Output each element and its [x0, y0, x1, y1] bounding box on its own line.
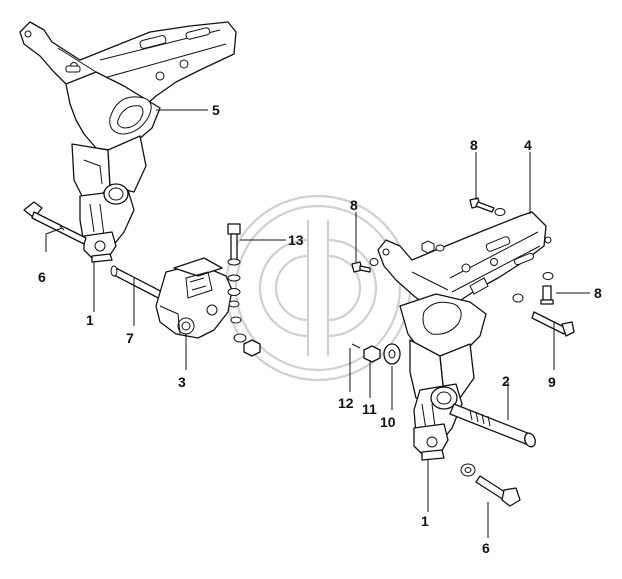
- callout-1-left: 1: [86, 312, 94, 328]
- callout-7: 7: [126, 330, 134, 346]
- bolt-6-left: [23, 201, 87, 245]
- spacer-nut-washer: [351, 343, 401, 365]
- callout-8-top: 8: [470, 137, 478, 153]
- center-washer-nut: [233, 333, 261, 357]
- bolt-8-top: [469, 197, 506, 216]
- bolt-6-right: [460, 463, 521, 507]
- callout-5: 5: [212, 102, 220, 118]
- pin-2: [449, 403, 536, 448]
- callout-3: 3: [178, 374, 186, 390]
- leader-6a: [45, 227, 63, 252]
- leader-lines: [45, 109, 590, 538]
- bolt-8-right: [540, 272, 554, 305]
- bolt-8-mid: [351, 258, 379, 273]
- callout-8-mid: 8: [350, 197, 358, 213]
- right-pivot-bracket: [377, 211, 552, 461]
- callout-12: 12: [338, 395, 354, 411]
- callout-6-left: 6: [38, 269, 46, 285]
- center-mount-bracket: [155, 257, 233, 339]
- callout-labels: 5 6 1 7 13 3 8 8 4 8 9 2 12 11 10 1 6: [38, 102, 602, 556]
- callout-10: 10: [380, 414, 396, 430]
- flange-nuts: [421, 240, 445, 254]
- callout-11: 11: [362, 401, 377, 417]
- bolt-9: [512, 293, 575, 337]
- callout-6-right: 6: [482, 540, 490, 556]
- bolt-13-stack: [227, 223, 242, 324]
- callout-8-right: 8: [594, 285, 602, 301]
- left-pivot-bracket: [19, 21, 237, 263]
- callout-1-right: 1: [421, 513, 429, 529]
- callout-4: 4: [524, 137, 532, 153]
- callout-2: 2: [502, 373, 510, 389]
- callout-13: 13: [288, 232, 304, 248]
- callout-9: 9: [548, 374, 556, 390]
